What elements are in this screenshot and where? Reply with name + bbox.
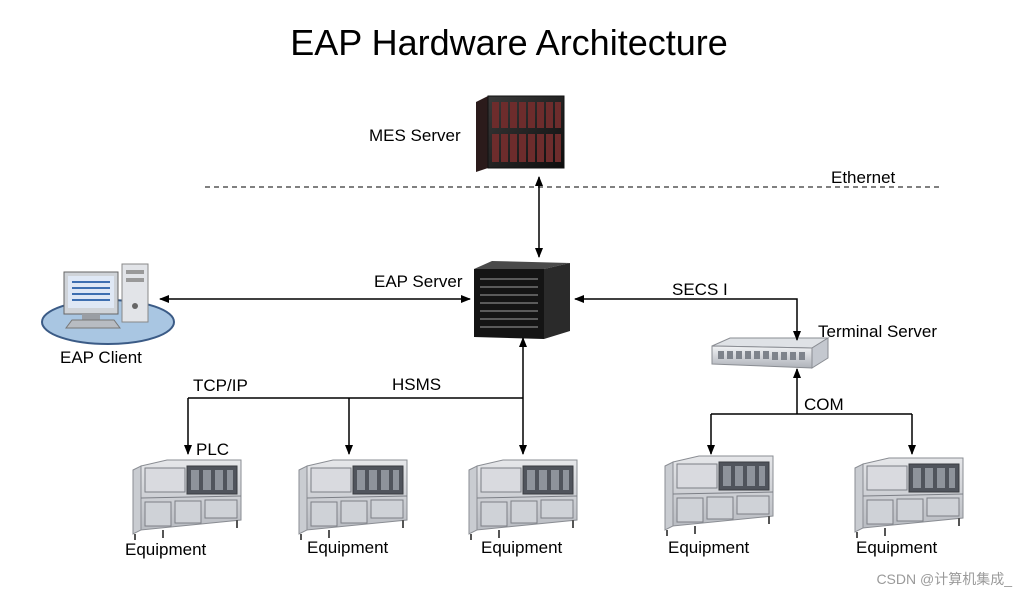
eap-client-label: EAP Client xyxy=(60,348,142,367)
ethernet-label: Ethernet xyxy=(831,168,896,187)
equipment-label: Equipment xyxy=(668,538,750,557)
eap-server-icon xyxy=(474,261,570,339)
equipment-icon xyxy=(468,459,578,541)
eap-client-icon xyxy=(41,263,175,345)
terminal-server-icon xyxy=(711,337,830,369)
equipment-label: Equipment xyxy=(307,538,389,557)
mes-server-icon xyxy=(476,95,565,172)
equipment-label: Equipment xyxy=(856,538,938,557)
diagram-title: EAP Hardware Architecture xyxy=(290,22,728,63)
equipment-label: Equipment xyxy=(481,538,563,557)
tcpip-label: TCP/IP xyxy=(193,376,248,395)
eap-server-label: EAP Server xyxy=(374,272,463,291)
equipment-label: Equipment xyxy=(125,540,207,559)
secs-label: SECS I xyxy=(672,280,728,299)
equipment-icon xyxy=(664,455,774,537)
equipment-icon xyxy=(854,457,964,539)
com-label: COM xyxy=(804,395,844,414)
mes-server-label: MES Server xyxy=(369,126,461,145)
equipment-icon xyxy=(132,459,242,541)
terminal-server-label: Terminal Server xyxy=(818,322,938,341)
plc-label: PLC xyxy=(196,440,230,459)
hsms-label: HSMS xyxy=(392,375,442,394)
equipment-icon xyxy=(298,459,408,541)
watermark: CSDN @计算机集成_ xyxy=(876,571,1012,587)
secs-connector xyxy=(574,295,801,341)
